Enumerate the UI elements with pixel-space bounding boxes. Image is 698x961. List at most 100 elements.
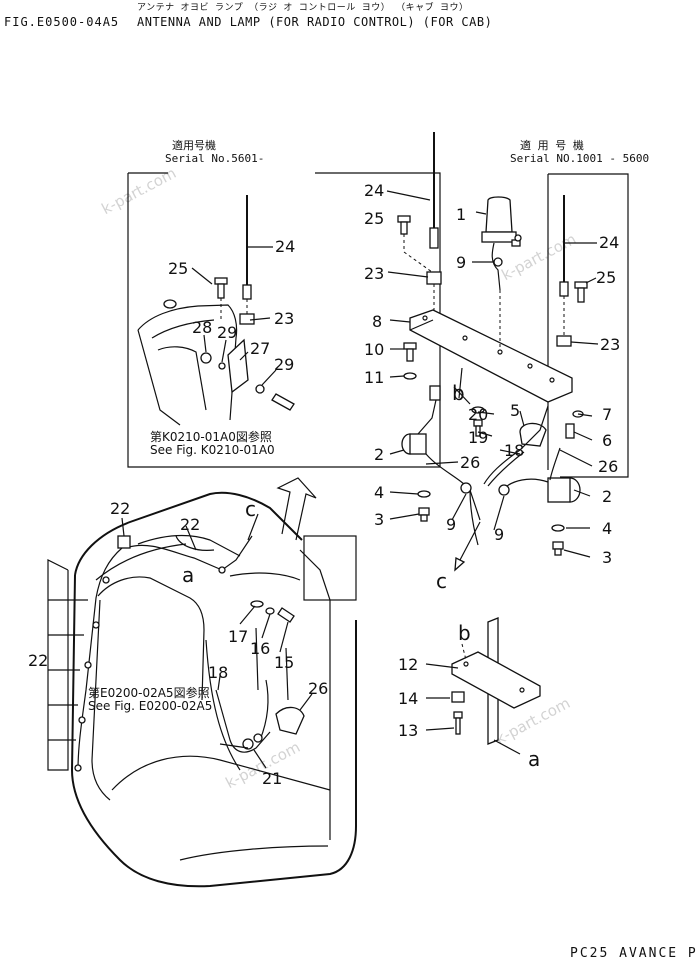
callout-a-cab: a (182, 563, 194, 587)
callout-c-main: c (436, 569, 447, 593)
callout-29-left-b: 29 (274, 355, 294, 374)
washer-11 (403, 372, 417, 380)
lamp-cable (491, 242, 503, 291)
cab-fasteners-15-17 (250, 600, 295, 623)
callout-6: 6 (602, 431, 612, 450)
bracket-12 (451, 617, 541, 745)
bolt-25-right (574, 281, 588, 303)
callout-26-right: 26 (598, 457, 618, 476)
callout-13: 13 (398, 721, 418, 740)
callout-2-right: 2 (602, 487, 612, 506)
callout-14: 14 (398, 689, 418, 708)
callout-18-main: 18 (504, 441, 524, 460)
wiring-harness-18-26 (425, 405, 561, 572)
cab-leaders (121, 517, 313, 769)
callout-11: 11 (364, 368, 384, 387)
callout-23-right: 23 (600, 335, 620, 354)
work-lamp-2-left (401, 399, 437, 455)
bracket-leaders (425, 663, 521, 755)
callout-26-main: 26 (460, 453, 480, 472)
wire-harness-22 (74, 535, 253, 772)
callout-15: 15 (274, 653, 294, 672)
callout-4-right: 4 (602, 519, 612, 538)
callout-c-cab: c (245, 497, 256, 521)
nut-23-main (426, 271, 442, 285)
left-inset-jp-label: 適用号機 (172, 139, 216, 152)
reference-note-k0210-en: See Fig. K0210-01A0 (150, 443, 275, 457)
callout-24-main: 24 (364, 181, 384, 200)
figure-id: FIG.E0500-04A5 (4, 15, 120, 29)
footer-model: PC25 AVANCE P (570, 946, 698, 961)
callout-2-left: 2 (374, 445, 384, 464)
callout-9-right: 9 (494, 525, 504, 544)
right-inset-leaders (564, 242, 599, 345)
callout-25-right: 25 (596, 268, 616, 287)
callout-24-right: 24 (599, 233, 619, 252)
mounting-bracket-8 (409, 284, 573, 403)
direction-arrow (247, 477, 317, 541)
reference-note-e0200-jp: 第E0200-02A5図参照 (88, 686, 210, 700)
callout-10: 10 (364, 340, 384, 359)
figure-title: ANTENNA AND LAMP (FOR RADIO CONTROL) (FO… (137, 15, 493, 29)
nut-23-left (239, 313, 255, 325)
bolt-10 (403, 342, 417, 362)
beacon-lamp-1 (481, 196, 522, 247)
callout-23-left: 23 (274, 309, 294, 328)
antenna-24-main (429, 132, 439, 249)
callout-3-left: 3 (374, 510, 384, 529)
left-inset-leaders (191, 246, 277, 386)
callout-12: 12 (398, 655, 418, 674)
bolt-29-left (271, 393, 295, 411)
callout-28: 28 (192, 318, 212, 337)
cab-roof-outline (137, 299, 238, 426)
callout-25-left: 25 (168, 259, 188, 278)
bolts-3-washers-4-main (417, 490, 565, 556)
washers-28-29 (200, 352, 265, 394)
antenna-24-right (559, 195, 569, 297)
callout-17: 17 (228, 627, 248, 646)
bolt-25-left (214, 277, 228, 299)
work-lamp-2-right (547, 477, 581, 503)
callout-7: 7 (602, 405, 612, 424)
callout-18-cab: 18 (208, 663, 228, 682)
nut-23-right (556, 335, 572, 347)
callout-29-left-a: 29 (217, 323, 237, 342)
callout-9-left: 9 (446, 515, 456, 534)
callout-1: 1 (456, 205, 466, 224)
callout-26-cab: 26 (308, 679, 328, 698)
cab-lamp-harness-18-21-26 (215, 627, 305, 753)
right-inset-serial: Serial NO.1001 - 5600 (510, 152, 650, 165)
callout-24-left: 24 (275, 237, 295, 256)
spring-and-bolt-19-20 (429, 385, 584, 439)
callout-22-top: 22 (110, 499, 130, 518)
callout-20: 20 (468, 405, 488, 424)
callout-5: 5 (510, 401, 520, 420)
cab-frame (70, 491, 357, 888)
callout-3-right: 3 (602, 548, 612, 567)
right-inset-frame (547, 173, 629, 478)
main-leaders (386, 190, 593, 558)
nut-14-bolt-13 (451, 691, 465, 735)
callout-25-main: 25 (364, 209, 384, 228)
reference-note-e0200-en: See Fig. E0200-02A5 (88, 699, 213, 713)
callout-a-bracket: a (528, 747, 540, 771)
callout-b-main: b (452, 381, 465, 405)
left-inset-serial: Serial No.5601- (165, 152, 265, 165)
callout-23-main: 23 (364, 264, 384, 283)
reference-note-k0210-jp: 第K0210-01A0図参照 (150, 430, 272, 444)
bolt-25-main (397, 215, 433, 273)
callout-19: 19 (468, 428, 488, 447)
harness-ladder-22 (47, 559, 88, 771)
title-katakana: アンテナ オヨビ ランプ （ラジ オ コントロール ヨウ） （キャブ ヨウ） (137, 3, 469, 13)
callout-16: 16 (250, 639, 270, 658)
callout-8: 8 (372, 312, 382, 331)
right-inset-jp-label: 適 用 号 機 (520, 139, 584, 152)
callout-22-side: 22 (28, 651, 48, 670)
lamp-5 (519, 422, 547, 447)
callout-27: 27 (250, 339, 270, 358)
callout-9-top: 9 (456, 253, 466, 272)
bracket-27 (227, 338, 249, 394)
callout-22-roof: 22 (180, 515, 200, 534)
callout-4-left: 4 (374, 483, 384, 502)
